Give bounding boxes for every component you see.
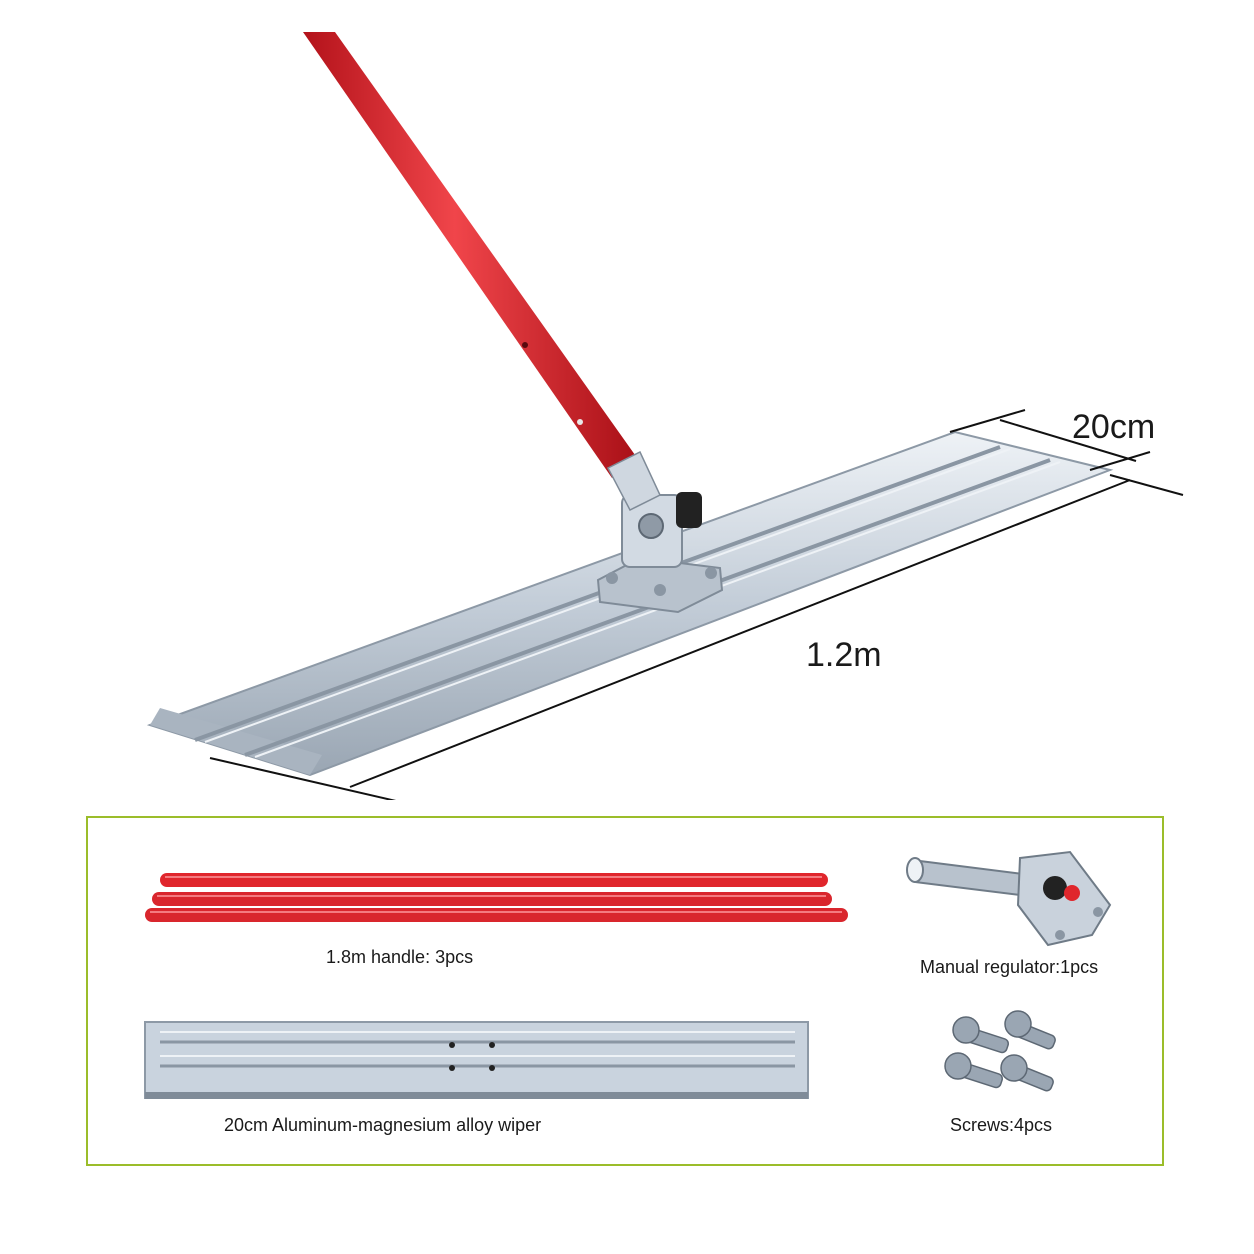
swivel-bracket [596, 492, 724, 614]
handle-caption: 1.8m handle: 3pcs [326, 947, 474, 967]
red-handle [303, 32, 661, 511]
wiper-caption: 20cm Aluminum-magnesium alloy wiper [224, 1115, 542, 1135]
regulator-caption: Manual regulator:1pcs [920, 957, 1099, 977]
screws [944, 1010, 1056, 1092]
parts-included-box [86, 816, 1164, 1166]
length-dimension-label: 1.2m [806, 636, 882, 674]
bull-float-illustration [146, 32, 1184, 800]
wiper-plate [144, 1021, 809, 1099]
screws-caption: Screws:4pcs [950, 1115, 1053, 1135]
handle-pieces [145, 873, 848, 922]
manual-regulator [906, 850, 1112, 947]
width-dimension-label: 20cm [1072, 408, 1156, 446]
dimension-lines [209, 409, 1184, 800]
